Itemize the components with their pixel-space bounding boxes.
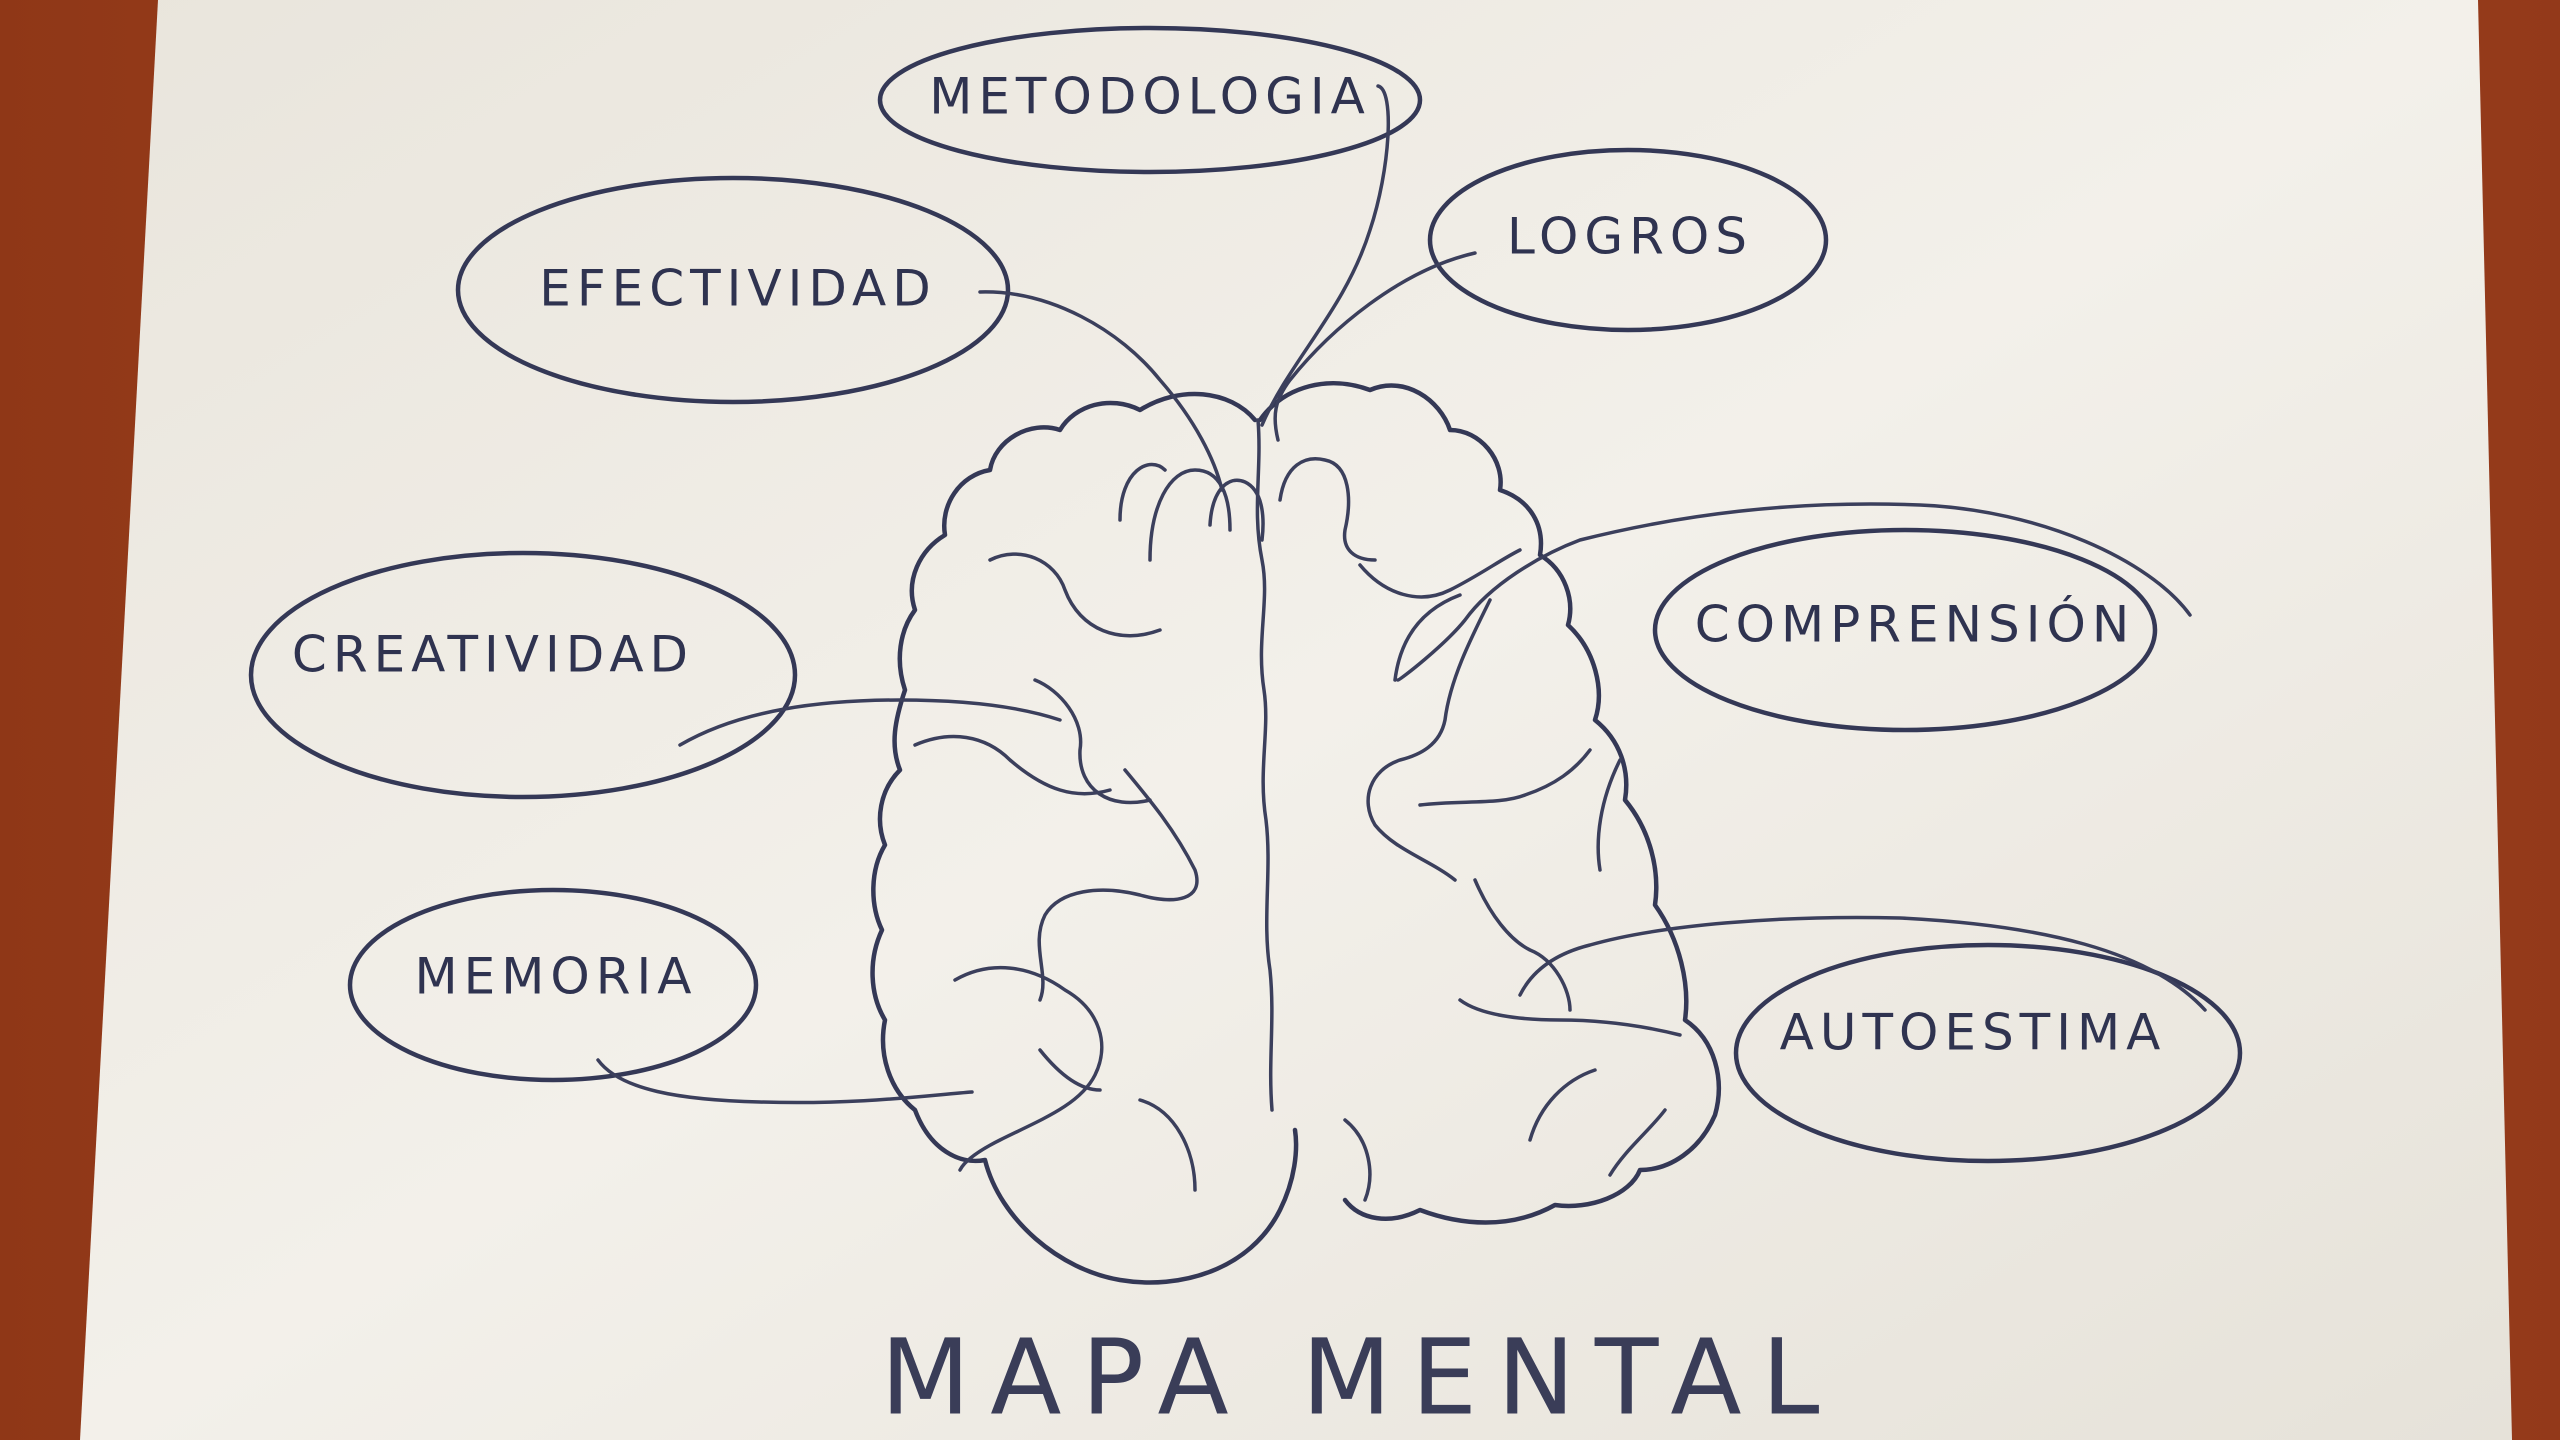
brain-gyrus (1358, 548, 1522, 599)
metodologia-ellipse (877, 25, 1423, 175)
autoestima-label: AUTOESTIMA (1780, 1004, 2167, 1062)
brain-gyrus (1038, 1048, 1102, 1092)
brain-gyrus (1608, 1108, 1667, 1177)
brain-gyrus (988, 552, 1162, 638)
paper-sheet (80, 0, 2512, 1440)
metodologia-label: METODOLOGIA (929, 68, 1371, 126)
connector-efectividad (978, 290, 1224, 492)
brain-drawing (870, 381, 1721, 1285)
connector-memoria (596, 1058, 974, 1105)
connector-metodologia (1260, 84, 1391, 427)
page-title: MAPA MENTAL (881, 1316, 1840, 1438)
connector-autoestima (1518, 915, 2207, 1012)
brain-gyrus (1393, 593, 1462, 682)
brain-right-hemisphere (1257, 381, 1721, 1225)
connector-creatividad (678, 698, 1062, 747)
connector-logros (1273, 251, 1477, 442)
connectors (596, 84, 2207, 1105)
brain-gyrus (1148, 468, 1232, 562)
brain-gyrus (1366, 598, 1492, 882)
connector-comprension (1396, 502, 2192, 682)
efectividad-label: EFECTIVIDAD (539, 260, 936, 318)
brain-midline (1255, 418, 1274, 1112)
comprension-ellipse (1652, 527, 2158, 733)
brain-gyrus (1208, 478, 1265, 542)
brain-gyrus (1418, 748, 1592, 807)
brain-gyrus (1343, 1118, 1372, 1202)
brain-left-hemisphere (870, 391, 1299, 1285)
efectividad-ellipse (455, 175, 1011, 405)
autoestima-ellipse (1733, 942, 2243, 1164)
brain-gyrus (1528, 1068, 1597, 1142)
brain-gyrus (1138, 1098, 1197, 1192)
brain-gyrus (1033, 678, 1152, 805)
comprension-label: COMPRENSIÓN (1695, 595, 2136, 654)
brain-gyrus (913, 734, 1112, 796)
logros-label: LOGROS (1507, 208, 1753, 266)
brain-gyrus (1596, 758, 1622, 872)
memoria-ellipse (347, 887, 759, 1083)
creatividad-ellipse (248, 550, 798, 800)
brain-gyrus (1458, 998, 1682, 1037)
creatividad-label: CREATIVIDAD (292, 626, 694, 684)
memoria-label: MEMORIA (415, 948, 698, 1006)
brain-gyrus (1118, 462, 1167, 522)
logros-ellipse (1427, 147, 1829, 333)
brain-gyrus (1037, 768, 1199, 1002)
brain-gyrus (1473, 878, 1572, 1012)
brain-gyrus (953, 965, 1104, 1172)
brain-gyrus (1278, 457, 1377, 562)
